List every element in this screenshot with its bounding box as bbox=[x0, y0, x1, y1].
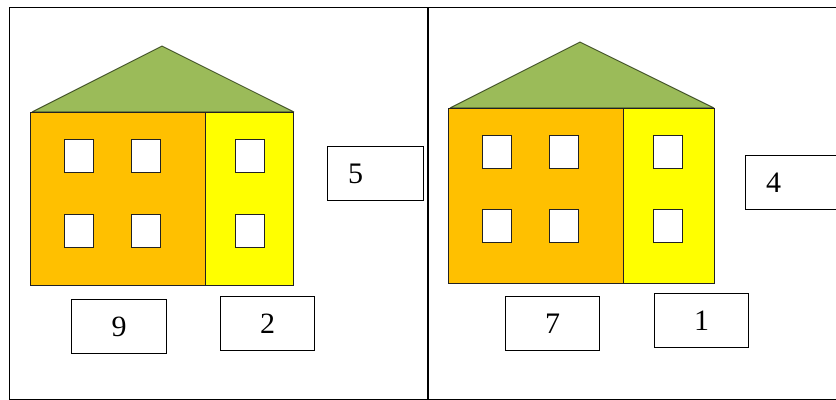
house-1-right-section bbox=[205, 112, 294, 286]
window bbox=[549, 209, 579, 243]
house-2-total: 4 bbox=[766, 165, 781, 199]
window bbox=[549, 135, 579, 169]
house-2-right-count: 1 bbox=[694, 303, 709, 337]
house-2-roof bbox=[449, 41, 715, 109]
window bbox=[235, 214, 265, 248]
house-1-left-count: 9 bbox=[111, 309, 127, 343]
window bbox=[482, 135, 512, 169]
house-1-left-section bbox=[30, 112, 206, 286]
window bbox=[64, 214, 94, 248]
house-1-right-count: 2 bbox=[260, 306, 275, 340]
window bbox=[482, 209, 512, 243]
house-2-right-section bbox=[623, 108, 715, 284]
house-1-roof bbox=[31, 45, 295, 113]
window bbox=[235, 139, 265, 173]
house-2-left-box[interactable]: 7 bbox=[505, 296, 600, 351]
window bbox=[131, 139, 161, 173]
window bbox=[653, 135, 683, 169]
house-1-total: 5 bbox=[348, 156, 363, 190]
window bbox=[131, 214, 161, 248]
window bbox=[64, 139, 94, 173]
house-1-total-box[interactable]: 5 bbox=[327, 146, 424, 201]
house-2-total-box[interactable]: 4 bbox=[745, 155, 836, 210]
house-1-left-box[interactable]: 9 bbox=[71, 299, 167, 354]
house-2-left-section bbox=[448, 108, 624, 284]
house-2-right-box[interactable]: 1 bbox=[654, 293, 749, 348]
window bbox=[653, 209, 683, 243]
house-1-right-box[interactable]: 2 bbox=[220, 296, 315, 351]
house-2-left-count: 7 bbox=[545, 306, 560, 340]
